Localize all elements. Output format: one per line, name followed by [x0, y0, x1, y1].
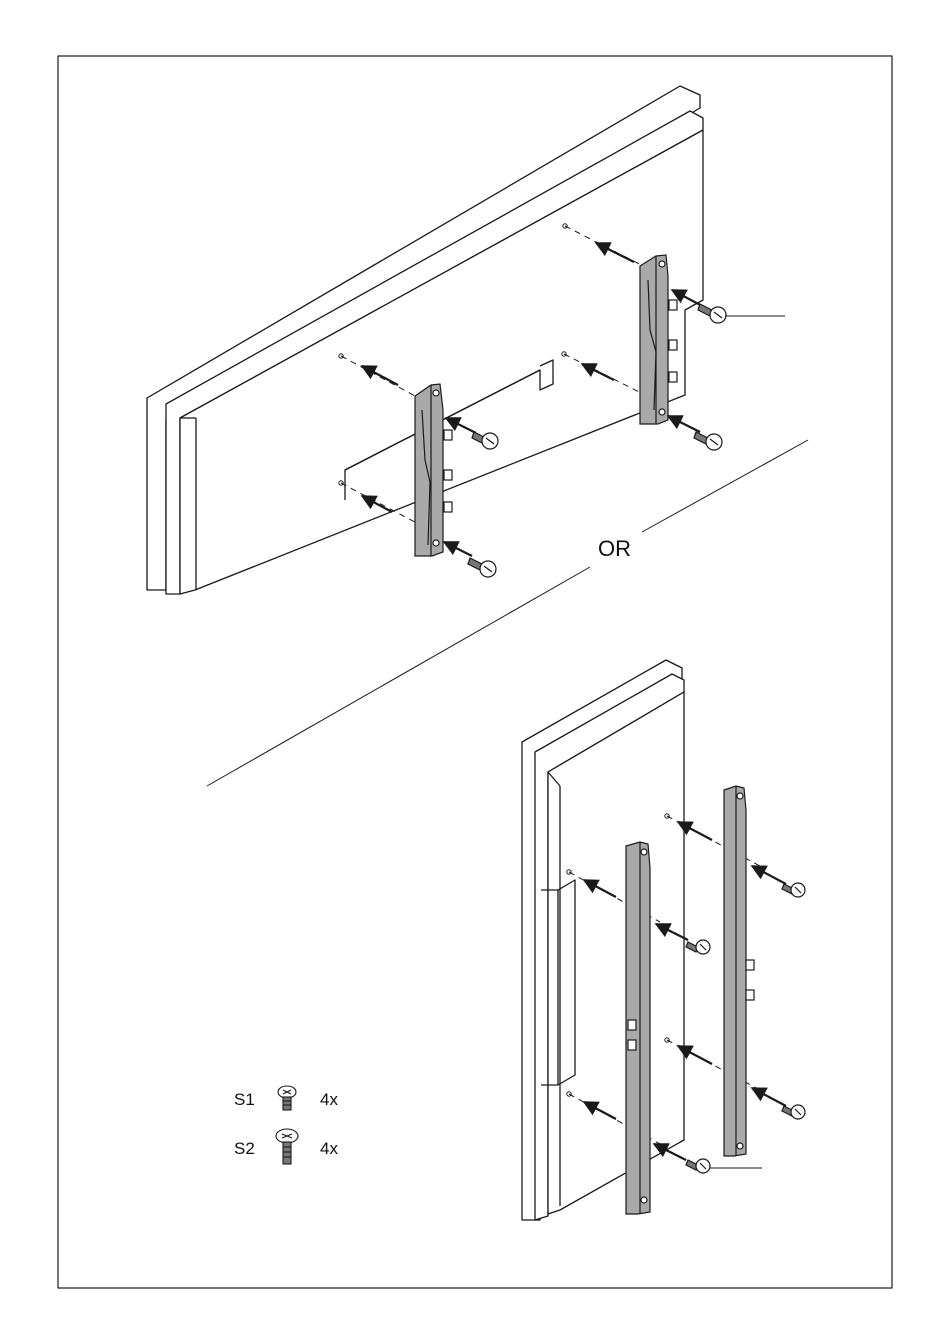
long-cross-head-screw-icon: [276, 1129, 298, 1164]
screw-icon: [782, 1105, 805, 1119]
screw-legend: S1 4x S2 4x: [234, 1086, 338, 1164]
bottom-bracket-right: [724, 786, 754, 1156]
screw-icon: [694, 432, 722, 450]
screw-icon: [468, 558, 496, 577]
cross-head-screw-icon: [278, 1086, 296, 1110]
or-label: OR: [598, 536, 631, 561]
legend-row-s1: S1 4x: [234, 1086, 338, 1110]
bottom-bracket-left: [626, 842, 650, 1214]
legend-qty-s2: 4x: [320, 1139, 338, 1158]
portrait-panel: [522, 660, 684, 1220]
screw-icon: [782, 883, 805, 897]
screw-icon: [686, 1159, 710, 1173]
screw-icon: [698, 304, 726, 323]
legend-code-s2: S2: [234, 1139, 255, 1158]
legend-qty-s1: 4x: [320, 1090, 338, 1109]
legend-code-s1: S1: [234, 1090, 255, 1109]
screw-icon: [686, 940, 710, 954]
legend-row-s2: S2 4x: [234, 1129, 338, 1164]
